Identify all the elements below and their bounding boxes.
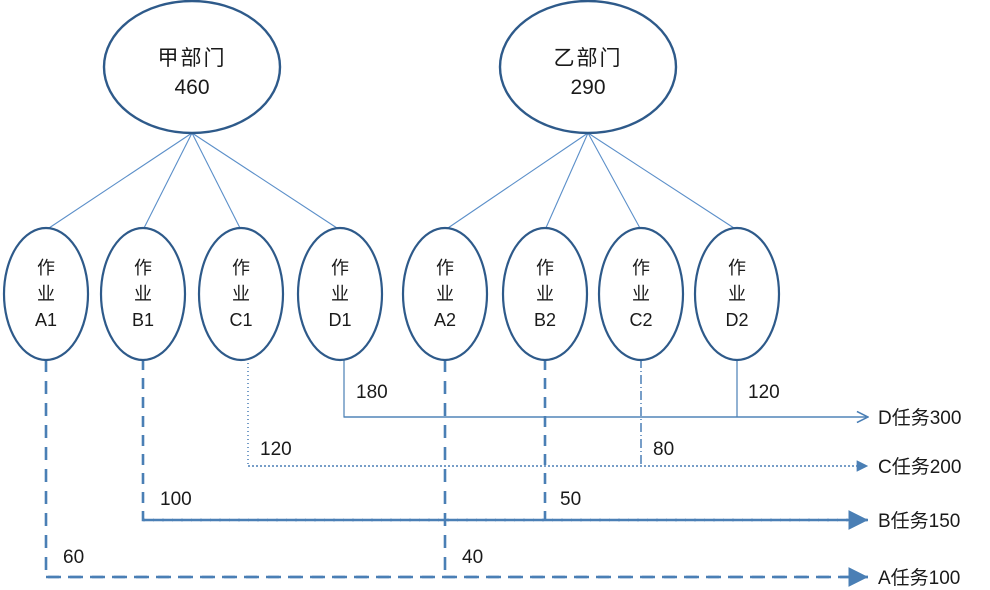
job-code: A1 <box>35 310 57 330</box>
flow-line-job-a1-to-task-a <box>44 359 868 587</box>
tree-connector-edge-yi-d2 <box>587 132 738 231</box>
edge-value-label-edge-label-120-d2: 120 <box>748 382 780 403</box>
department-value: 290 <box>570 76 605 99</box>
job-label-char: 业 <box>37 284 55 304</box>
tree-connector-edge-jia-b1 <box>142 132 193 231</box>
flow-line-layer <box>44 359 868 587</box>
job-code: D1 <box>328 310 351 330</box>
tree-connector-edge-yi-a2 <box>444 132 589 231</box>
department-node-dept-yi[interactable]: 乙部门 290 <box>498 0 678 135</box>
tree-edge-layer <box>45 132 738 231</box>
job-label-char: 业 <box>536 284 554 304</box>
job-label-char: 业 <box>331 284 349 304</box>
job-ellipse <box>597 226 685 362</box>
job-label-char: 业 <box>134 284 152 304</box>
job-node-job-a1[interactable]: 作业 A1 <box>2 226 90 362</box>
edge-label-layer: 180 120 120 80 100 50 60 40 <box>63 382 780 568</box>
department-name: 乙部门 <box>554 47 623 70</box>
job-code: A2 <box>434 310 456 330</box>
job-node-job-d1[interactable]: 作业 D1 <box>296 226 384 362</box>
edge-value-label-edge-label-180: 180 <box>356 382 388 403</box>
tree-connector-edge-jia-d1 <box>191 132 341 231</box>
task-label-task-d: D任务300 <box>878 407 961 429</box>
department-name: 甲部门 <box>158 47 227 70</box>
job-code: C1 <box>229 310 252 330</box>
job-ellipse <box>296 226 384 362</box>
edge-value-label-edge-label-80: 80 <box>653 439 674 460</box>
node-layer: 甲部门460乙部门290作业A1作业B1作业C1作业D1作业A2作业B2作业C2… <box>2 0 781 362</box>
job-node-job-b2[interactable]: 作业 B2 <box>501 226 589 362</box>
job-ellipse <box>197 226 285 362</box>
job-node-job-d2[interactable]: 作业 D2 <box>693 226 781 362</box>
edge-value-label-edge-label-100: 100 <box>160 489 192 510</box>
tree-connector-edge-yi-c2 <box>587 132 642 231</box>
job-label-char: 业 <box>632 284 650 304</box>
job-node-job-a2[interactable]: 作业 A2 <box>401 226 489 362</box>
job-code: B2 <box>534 310 556 330</box>
job-label-char: 业 <box>436 284 454 304</box>
edge-value-label-edge-label-120-c1: 120 <box>260 439 292 460</box>
department-ellipse <box>102 0 282 135</box>
job-label-char: 作 <box>232 258 250 278</box>
job-label-char: 作 <box>632 258 650 278</box>
job-code: D2 <box>725 310 748 330</box>
job-node-job-b1[interactable]: 作业 B1 <box>99 226 187 362</box>
job-ellipse <box>693 226 781 362</box>
job-label-char: 业 <box>728 284 746 304</box>
job-ellipse <box>501 226 589 362</box>
job-label-char: 作 <box>134 258 152 278</box>
job-ellipse <box>2 226 90 362</box>
job-label-char: 作 <box>728 258 746 278</box>
job-ellipse <box>401 226 489 362</box>
job-label-char: 作 <box>536 258 554 278</box>
job-ellipse <box>99 226 187 362</box>
department-ellipse <box>498 0 678 135</box>
job-label-char: 业 <box>232 284 250 304</box>
tree-connector-edge-jia-c1 <box>191 132 242 231</box>
job-label-char: 作 <box>436 258 454 278</box>
job-node-job-c2[interactable]: 作业 C2 <box>597 226 685 362</box>
task-label-task-c: C任务200 <box>878 456 961 478</box>
task-label-task-a: A任务100 <box>878 567 960 589</box>
edge-value-label-edge-label-40: 40 <box>462 547 483 568</box>
tree-connector-edge-yi-b2 <box>544 132 589 231</box>
flow-line-job-c1-to-task-c <box>247 359 868 472</box>
tree-connector-edge-jia-a1 <box>45 132 193 231</box>
job-code: B1 <box>132 310 154 330</box>
department-node-dept-jia[interactable]: 甲部门 460 <box>102 0 282 135</box>
edge-value-label-edge-label-50: 50 <box>560 489 581 510</box>
task-label-task-b: B任务150 <box>878 510 960 532</box>
job-label-char: 作 <box>37 258 55 278</box>
department-value: 460 <box>174 76 209 99</box>
edge-value-label-edge-label-60: 60 <box>63 547 84 568</box>
flow-line-job-d1-to-task-d <box>343 359 868 417</box>
job-code: C2 <box>629 310 652 330</box>
job-node-job-c1[interactable]: 作业 C1 <box>197 226 285 362</box>
job-label-char: 作 <box>331 258 349 278</box>
